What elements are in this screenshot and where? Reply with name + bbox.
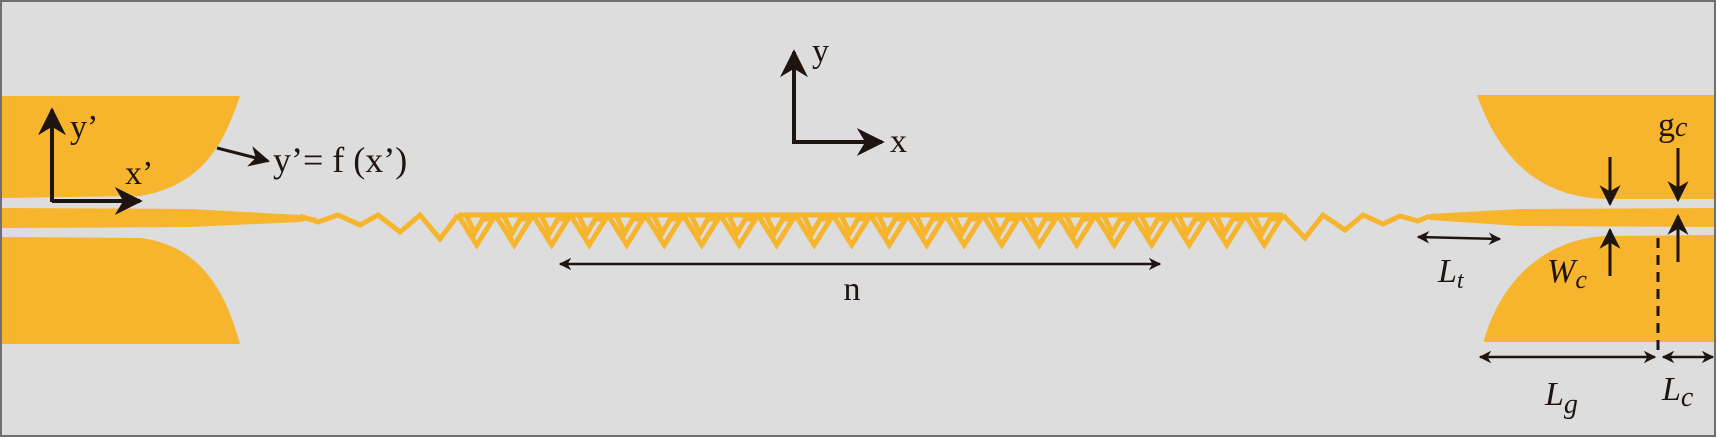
grating-tooth [605,213,648,250]
grating-tooth [793,213,836,250]
grating-tooth [943,213,986,250]
curve-equation-label: y’= f (x’) [273,140,407,180]
grating-main-teeth [455,213,1286,250]
x-axis-label: x [890,123,907,160]
local-axes: y’ x’ y’= f (x’) [38,107,407,215]
right-upper-electrode [1477,95,1714,199]
grating-tooth [643,213,686,250]
left-lower-electrode [2,237,240,344]
grating-tooth [568,213,611,250]
left-waveguide-taper [2,208,318,228]
grating-tooth [718,213,761,250]
grating-tooth [1055,213,1098,250]
grating-tooth [755,213,798,250]
grating-tooth [455,213,498,250]
grating-tooth [868,213,911,250]
lt-label: Lt [1437,253,1465,294]
wc-label: Wc [1547,253,1587,294]
grating-tooth [1168,213,1211,250]
grating [299,211,1431,250]
grating-tooth [1018,213,1061,250]
y-axis-label: y [812,33,829,70]
lg-label: Lg [1544,376,1578,420]
grating-tooth [1130,213,1173,250]
grating-tooth [980,213,1023,250]
right-waveguide [1430,208,1714,227]
x-prime-label: x’ [125,155,153,192]
grating-tooth [1243,213,1286,250]
grating-tooth [493,213,536,250]
grating-tooth [1093,213,1136,250]
period-count-annotation: n [558,257,1162,308]
grating-apodized-left [299,211,460,244]
grating-apodized-right [1281,211,1431,242]
lc-label: Lc [1661,371,1694,413]
grating-tooth [530,213,573,250]
global-axes: y x [780,33,907,160]
gc-label: gc [1658,107,1688,144]
equation-pointer-arrow [216,146,271,167]
grating-tooth [905,213,948,250]
grating-tooth [830,213,873,250]
n-label: n [844,271,861,308]
grating-tooth [1205,213,1248,250]
y-prime-label: y’ [70,109,98,146]
grating-tooth [680,213,723,250]
lt-span-arrow [1416,231,1502,245]
right-annotations: Lt Wc gc Lg Lc [1416,107,1715,420]
